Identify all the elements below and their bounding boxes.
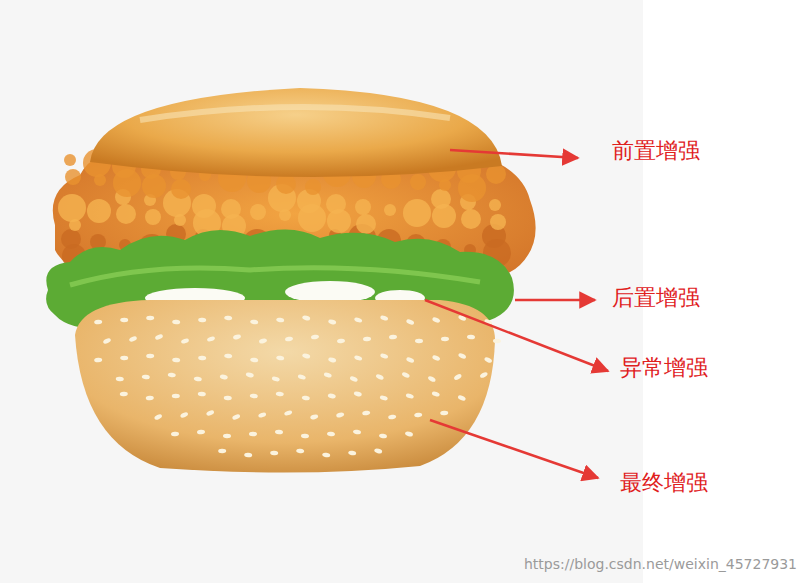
leader-lines: [425, 150, 608, 478]
callout-label: 前置增强: [612, 138, 700, 164]
callout-label: 异常增强: [620, 355, 708, 381]
callout-label: 后置增强: [612, 285, 700, 311]
callout-label: 最终增强: [620, 470, 708, 496]
watermark: https://blog.csdn.net/weixin_45727931: [524, 556, 797, 573]
